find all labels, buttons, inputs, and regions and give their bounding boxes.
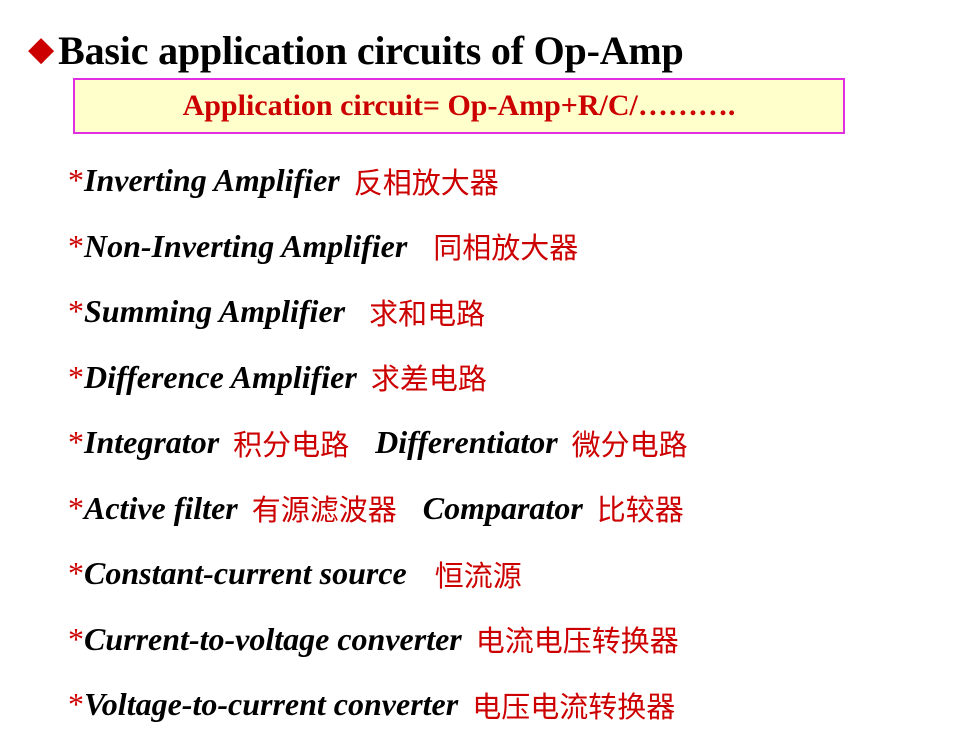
list-item: * Non-Inverting Amplifier 同相放大器 — [68, 214, 968, 280]
item-english: Current-to-voltage converter — [84, 620, 462, 657]
item-star: * — [68, 555, 84, 592]
list-item: * Current-to-voltage converter 电流电压转换器 — [68, 607, 968, 673]
list-item: * Difference Amplifier 求差电路 — [68, 345, 968, 411]
item-star: * — [68, 424, 84, 461]
item-chinese: 同相放大器 — [433, 231, 579, 266]
item-english: Constant-current source — [84, 555, 407, 592]
item-chinese: 有源滤波器 — [251, 493, 397, 528]
item-star: * — [68, 162, 84, 199]
circuit-list: * Inverting Amplifier 反相放大器 * Non-Invert… — [68, 148, 968, 735]
title-text: Basic application circuits of Op-Amp — [58, 27, 684, 73]
item-chinese: 恒流源 — [434, 558, 522, 593]
item-english: Summing Amplifier — [84, 293, 346, 330]
item-star: * — [68, 227, 84, 264]
item-chinese: 求和电路 — [369, 296, 486, 331]
list-item: * Active filter 有源滤波器 Comparator 比较器 — [68, 476, 968, 542]
item-english: Voltage-to-current converter — [84, 686, 459, 723]
item-chinese: 积分电路 — [233, 427, 350, 462]
item-chinese-secondary: 比较器 — [596, 493, 684, 528]
slide-title: ◆ Basic application circuits of Op-Amp — [28, 22, 684, 78]
item-english: Non-Inverting Amplifier — [84, 227, 408, 264]
list-item: * Constant-current source 恒流源 — [68, 541, 968, 607]
item-chinese-secondary: 微分电路 — [571, 427, 688, 462]
list-item: * Voltage-to-current converter 电压电流转换器 — [68, 672, 968, 735]
item-english: Active filter — [84, 489, 238, 526]
item-star: * — [68, 489, 84, 526]
item-english: Integrator — [84, 424, 220, 461]
item-star: * — [68, 358, 84, 395]
list-item: * Summing Amplifier 求和电路 — [68, 279, 968, 345]
list-item: * Integrator 积分电路 Differentiator 微分电路 — [68, 410, 968, 476]
formula-box: Application circuit= Op-Amp+R/C/………. — [73, 78, 845, 134]
list-item: * Inverting Amplifier 反相放大器 — [68, 148, 968, 214]
item-star: * — [68, 620, 84, 657]
item-english: Difference Amplifier — [84, 358, 357, 395]
item-english-secondary: Differentiator — [375, 424, 558, 461]
formula-text: Application circuit= Op-Amp+R/C/………. — [182, 89, 736, 122]
item-star: * — [68, 293, 84, 330]
item-chinese: 电压电流转换器 — [472, 689, 676, 724]
item-star: * — [68, 686, 84, 723]
item-english-secondary: Comparator — [422, 489, 583, 526]
item-chinese: 电流电压转换器 — [475, 624, 679, 659]
item-chinese: 求差电路 — [370, 362, 487, 397]
item-english: Inverting Amplifier — [84, 162, 340, 199]
diamond-bullet-icon: ◆ — [28, 31, 55, 68]
item-chinese: 反相放大器 — [353, 165, 499, 200]
